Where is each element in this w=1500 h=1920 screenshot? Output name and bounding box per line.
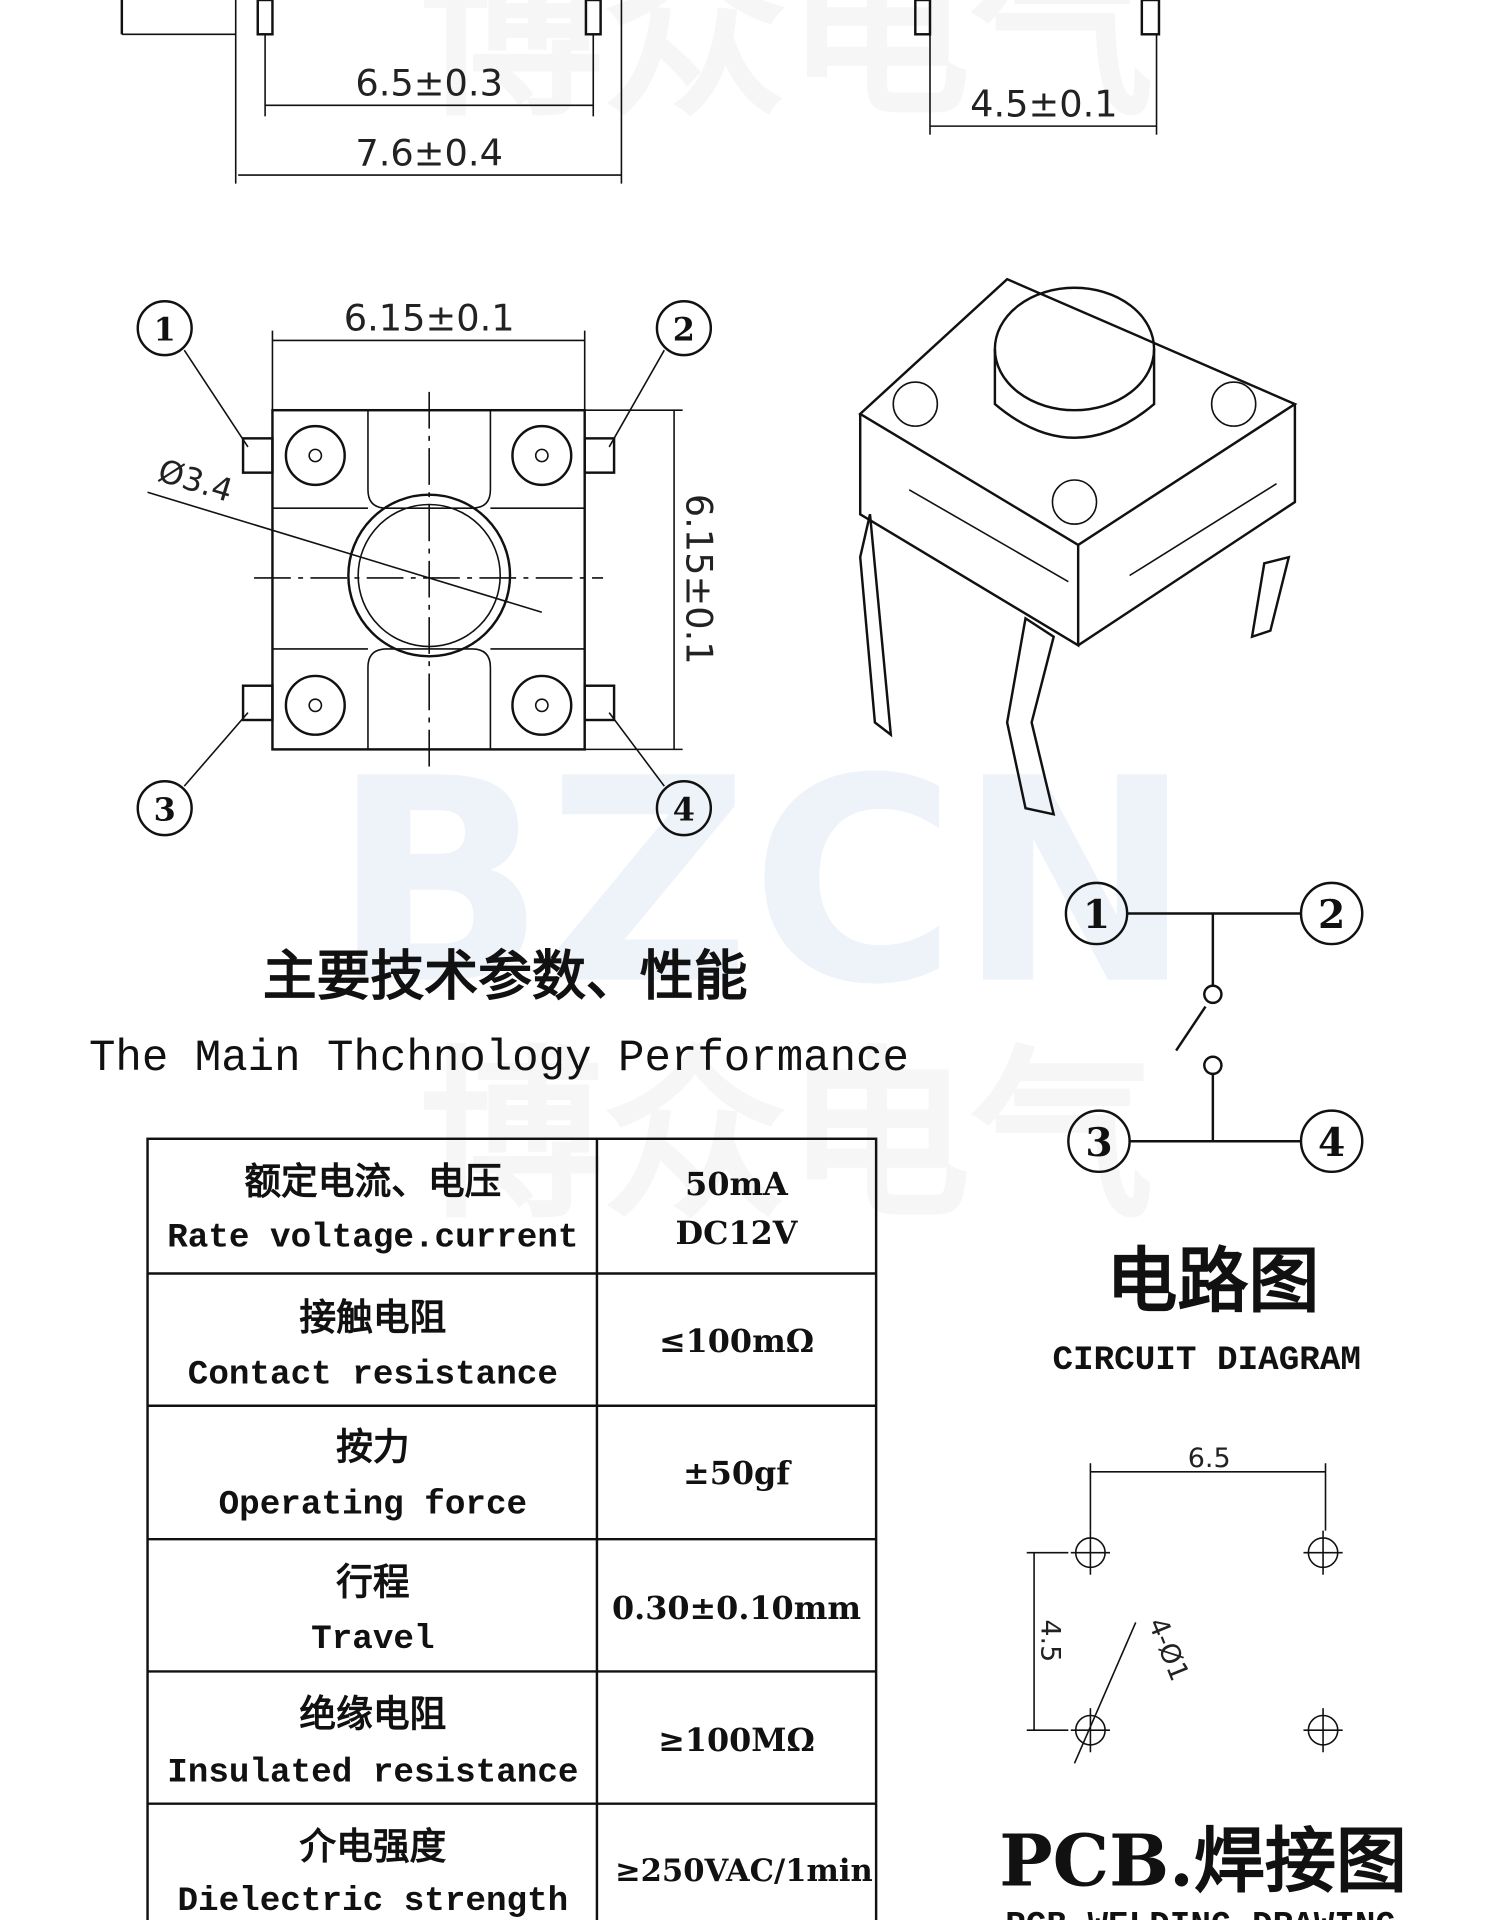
circuit-pin-2: 2 <box>1299 881 1364 946</box>
svg-text:行程: 行程 <box>336 1560 409 1603</box>
pcb-h-dim: 6.5 <box>1188 1443 1231 1474</box>
side-pin-span-dim: 4.5±0.1 <box>970 82 1118 125</box>
svg-text:≤100mΩ: ≤100mΩ <box>659 1322 814 1360</box>
svg-text:Contact resistance: Contact resistance <box>188 1356 558 1395</box>
svg-text:0.30±0.10mm: 0.30±0.10mm <box>612 1589 861 1627</box>
spec-table: 额定电流、电压 Rate voltage.current 50mA DC12V … <box>146 1137 878 1920</box>
svg-text:按力: 按力 <box>336 1426 409 1469</box>
isometric-view <box>858 277 1298 816</box>
pin-callout-3: 3 <box>136 780 193 837</box>
svg-text:2: 2 <box>673 310 695 348</box>
svg-text:4: 4 <box>673 790 695 828</box>
svg-text:±50gf: ±50gf <box>683 1454 792 1492</box>
table-row: 额定电流、电压 Rate voltage.current 50mA DC12V <box>167 1160 799 1258</box>
circuit-pin-3: 3 <box>1067 1109 1131 1174</box>
pcb-hole <box>1303 1530 1343 1575</box>
watermark-cn-top: 博众电气 <box>419 0 1154 142</box>
table-row: 接触电阻 Contact resistance ≤100mΩ <box>188 1296 814 1395</box>
svg-text:1: 1 <box>154 310 176 348</box>
table-row: 行程 Travel 0.30±0.10mm <box>311 1560 861 1659</box>
corner-studs <box>284 424 573 736</box>
top-width-dim: 6.15±0.1 <box>344 297 515 340</box>
pcb-drawing: 6.5 4.5 4-Ø1 PCB.焊接图 PCB WELDING DRAWING <box>999 1443 1407 1920</box>
svg-text:Insulated resistance: Insulated resistance <box>167 1754 578 1793</box>
svg-text:Dielectric strength: Dielectric strength <box>178 1882 569 1920</box>
pcb-v-dim: 4.5 <box>1034 1619 1065 1662</box>
svg-text:Operating force: Operating force <box>219 1485 527 1524</box>
pin-callout-1: 1 <box>136 300 193 357</box>
circuit-diagram: 1 2 3 4 电路图 CIRCUIT DIAGRAM <box>1053 881 1364 1380</box>
circuit-pin-4: 4 <box>1299 1109 1364 1174</box>
watermark-latin: BZCN <box>332 720 1193 1047</box>
svg-text:≥250VAC/1min: ≥250VAC/1min <box>615 1853 873 1889</box>
spec-title-cn: 主要技术参数、性能 <box>263 944 748 1007</box>
pcb-title: PCB.焊接图 <box>999 1819 1407 1903</box>
pcb-hole <box>1070 1708 1110 1753</box>
circuit-title-cn: 电路图 <box>1106 1239 1319 1322</box>
side-view-dims: 4.5±0.1 <box>914 0 1161 135</box>
svg-text:≥100MΩ: ≥100MΩ <box>658 1721 815 1759</box>
pcb-subtitle: PCB WELDING DRAWING <box>1005 1907 1396 1920</box>
circuit-title-en: CIRCUIT DIAGRAM <box>1053 1341 1361 1380</box>
top-view-drawing: 6.15±0.1 6.15±0.1 Ø3.4 1 2 3 4 <box>136 297 720 837</box>
table-row: 按力 Operating force ±50gf <box>219 1426 793 1525</box>
svg-text:3: 3 <box>154 790 176 828</box>
svg-text:Travel: Travel <box>311 1620 434 1659</box>
pcb-hole <box>1070 1530 1110 1575</box>
front-view-dims: 6.5±0.3 7.6±0.4 <box>120 0 623 184</box>
svg-text:额定电流、电压: 额定电流、电压 <box>244 1160 501 1203</box>
svg-text:2: 2 <box>1318 892 1345 938</box>
svg-text:接触电阻: 接触电阻 <box>299 1296 446 1339</box>
svg-text:1: 1 <box>1083 892 1110 938</box>
circuit-pin-1: 1 <box>1064 881 1129 946</box>
pcb-hole-dim: 4-Ø1 <box>1141 1613 1194 1685</box>
body-width-dim: 7.6±0.4 <box>355 131 503 174</box>
top-height-dim: 6.15±0.1 <box>677 494 720 665</box>
table-row: 绝缘电阻 Insulated resistance ≥100MΩ <box>167 1693 815 1793</box>
table-row: 介电强度 Dielectric strength ≥250VAC/1min <box>178 1825 873 1920</box>
svg-text:50mA: 50mA <box>685 1165 789 1203</box>
svg-text:Rate voltage.current: Rate voltage.current <box>167 1219 578 1258</box>
svg-text:4: 4 <box>1318 1120 1345 1166</box>
svg-text:3: 3 <box>1085 1120 1112 1166</box>
pin-callout-2: 2 <box>655 300 713 357</box>
svg-text:介电强度: 介电强度 <box>299 1825 446 1868</box>
diameter-dim: Ø3.4 <box>154 451 237 509</box>
pcb-hole <box>1303 1708 1343 1753</box>
svg-text:DC12V: DC12V <box>676 1214 799 1252</box>
svg-text:绝缘电阻: 绝缘电阻 <box>299 1693 446 1736</box>
pin-span-dim: 6.5±0.3 <box>355 62 503 105</box>
watermark-cn-mid: 博众电气 <box>419 1031 1154 1244</box>
spec-title-en: The Main Thchnology Performance <box>89 1034 909 1084</box>
watermark: BZCN 博众电气 博众电气 <box>332 0 1193 1244</box>
pin-callout-4: 4 <box>655 780 713 837</box>
